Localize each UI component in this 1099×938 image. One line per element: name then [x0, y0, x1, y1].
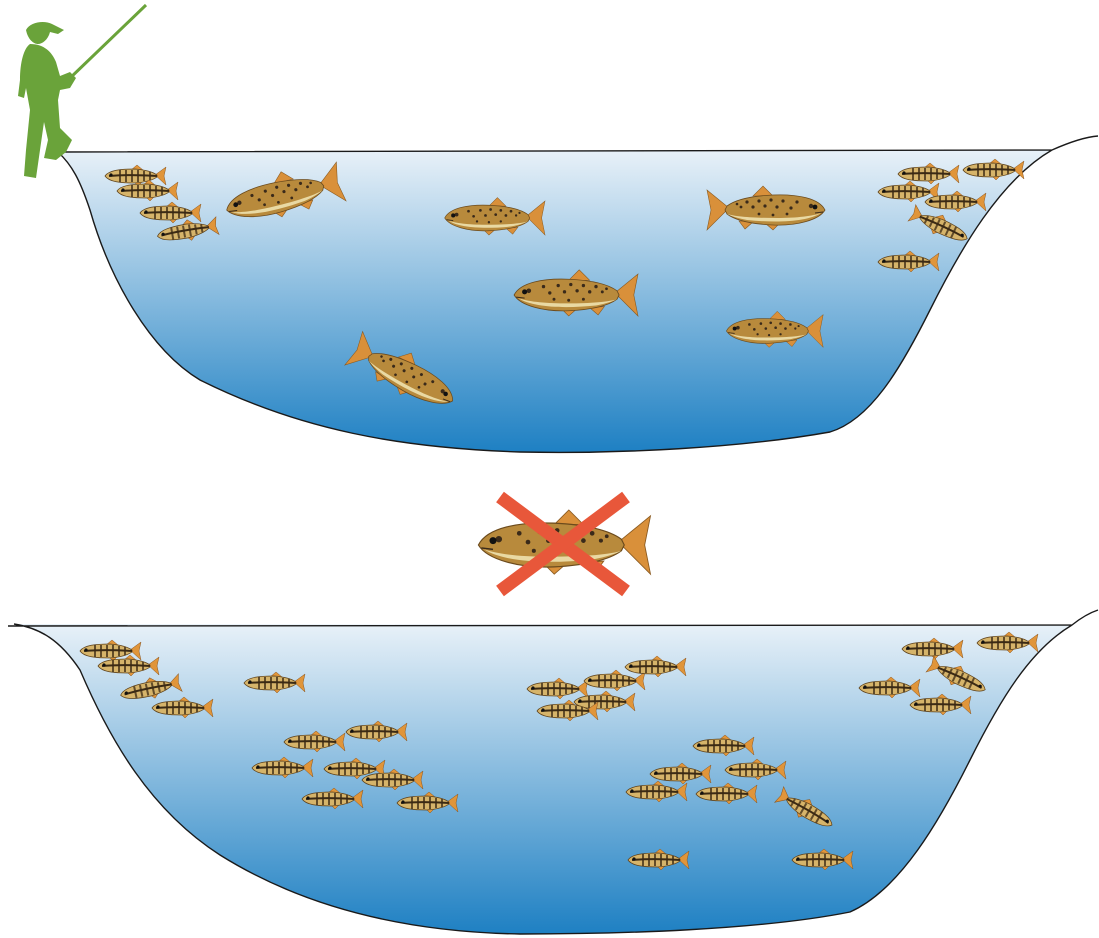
top-pond-panel — [58, 136, 1098, 452]
bottom-pond-panel — [8, 610, 1098, 934]
crossed-out-trout-icon — [478, 497, 650, 591]
bottom-pond-water — [14, 624, 1072, 934]
